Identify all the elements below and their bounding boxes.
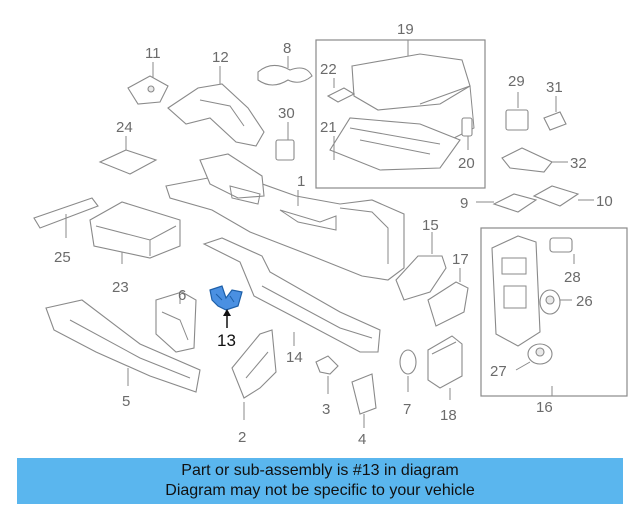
parts-diagram: 11 12 8 30 24 1 25 23 6 13 14 5 2 3 4 7 … [33, 21, 628, 448]
part-25-strip [33, 197, 99, 238]
callout-27: 27 [490, 363, 507, 380]
part-23-tray [89, 201, 181, 264]
part-11-cup [127, 62, 169, 105]
part-24-mat [98, 136, 158, 175]
part-17-bracket [427, 268, 469, 327]
callout-15: 15 [422, 217, 439, 234]
callout-3: 3 [322, 401, 330, 418]
part-20-knob [461, 117, 473, 150]
part-12-bracket [167, 66, 265, 147]
callout-16: 16 [536, 399, 553, 416]
part-13-bracket [209, 285, 243, 328]
callout-30: 30 [278, 105, 295, 122]
part-31-tab [543, 96, 567, 131]
callout-22: 22 [320, 61, 337, 78]
part-8-gasket [257, 56, 313, 86]
callout-29: 29 [508, 73, 525, 90]
part-4-wedge [351, 373, 377, 428]
banner-line-2: Diagram may not be specific to your vehi… [165, 482, 475, 499]
part-21-bin [329, 117, 461, 171]
part-14-rail [202, 237, 381, 353]
callout-8: 8 [283, 40, 291, 57]
group-box-16 [480, 227, 628, 397]
callout-20: 20 [458, 155, 475, 172]
callout-2: 2 [238, 429, 246, 446]
part-5-trim [45, 299, 201, 393]
part-7-oval [399, 349, 417, 392]
callout-5: 5 [122, 393, 130, 410]
info-banner: Part or sub-assembly is #13 in diagram D… [17, 458, 623, 504]
callout-4: 4 [358, 431, 366, 448]
callout-6: 6 [178, 287, 186, 304]
callout-10: 10 [596, 193, 613, 210]
part-18-box [427, 335, 463, 400]
callout-24: 24 [116, 119, 133, 136]
part-32-bracket [501, 147, 568, 173]
part-1-console [165, 153, 405, 281]
part-27-outlet [515, 343, 553, 371]
part-26-socket [539, 289, 572, 315]
callout-12: 12 [212, 49, 229, 66]
part-22-latch [326, 78, 356, 103]
callout-32: 32 [570, 155, 587, 172]
part-6-panel [155, 291, 197, 353]
callout-19: 19 [397, 21, 414, 38]
group-box-19 [315, 39, 486, 189]
part-15-duct [395, 232, 447, 301]
banner-line-1: Part or sub-assembly is #13 in diagram [181, 462, 459, 479]
callout-18: 18 [440, 407, 457, 424]
callout-11: 11 [145, 45, 161, 62]
part-3-clip [315, 355, 339, 394]
part-29-cap [505, 92, 529, 131]
part-10-pad [532, 185, 594, 207]
part-9-pad [476, 193, 538, 213]
callout-21: 21 [320, 119, 337, 136]
callout-9: 9 [460, 195, 468, 212]
callout-14: 14 [286, 349, 303, 366]
callout-28: 28 [564, 269, 581, 286]
part-2-panel [231, 329, 277, 420]
callout-26: 26 [576, 293, 593, 310]
callout-17: 17 [452, 251, 469, 268]
callout-25: 25 [54, 249, 71, 266]
callout-7: 7 [403, 401, 411, 418]
part-16-module [491, 235, 553, 396]
callout-13: 13 [217, 331, 236, 350]
callout-31: 31 [546, 79, 563, 96]
part-30-clip [275, 122, 295, 161]
callout-1: 1 [297, 173, 305, 190]
callout-23: 23 [112, 279, 129, 296]
part-28-socket [549, 237, 575, 264]
